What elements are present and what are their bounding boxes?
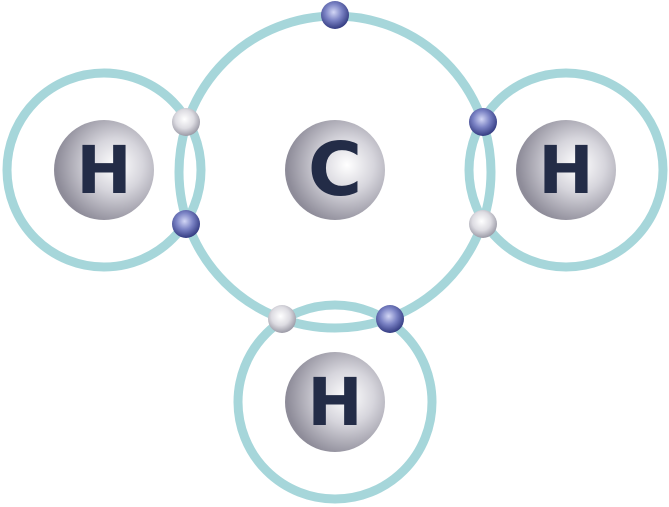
electron-bottom-right (376, 305, 404, 333)
carbon-label: C (308, 127, 362, 213)
hydrogen-right-nucleus (516, 120, 616, 220)
electron-left-upper (172, 108, 200, 136)
nuclei: C H H H (54, 120, 616, 452)
electron-right-upper (469, 108, 497, 136)
hydrogen-bottom-nucleus (285, 352, 385, 452)
hydrogen-left-nucleus (54, 120, 154, 220)
hydrogen-left-atom: H (54, 120, 154, 220)
electron-right-lower (469, 210, 497, 238)
hydrogen-left-shell (2, 68, 206, 272)
hydrogen-bottom-shell (233, 300, 437, 504)
electrons (172, 1, 497, 333)
hydrogen-left-label: H (76, 132, 131, 209)
carbon-atom: C (285, 120, 385, 220)
electron-left-lower (172, 210, 200, 238)
electron-bottom-left (268, 305, 296, 333)
carbon-nucleus (285, 120, 385, 220)
hydrogen-right-atom: H (516, 120, 616, 220)
hydrogen-right-label: H (538, 132, 593, 209)
hydrogen-bottom-label: H (307, 364, 362, 441)
electron-top (321, 1, 349, 29)
hydrogen-right-shell (464, 68, 668, 272)
hydrogen-bottom-atom: H (285, 352, 385, 452)
